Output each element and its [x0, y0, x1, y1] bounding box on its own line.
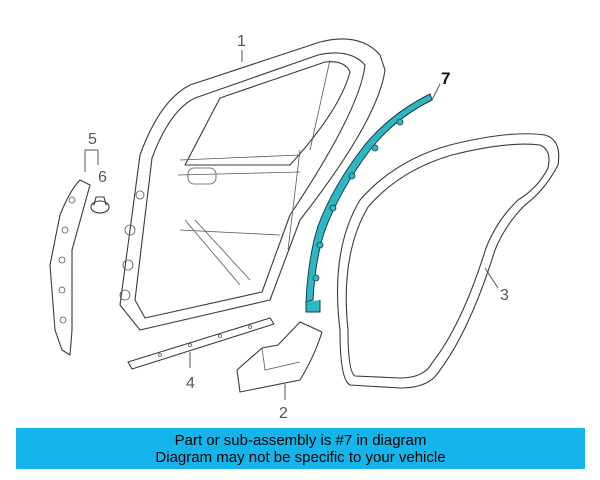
- callout-5: 5: [88, 131, 97, 148]
- weatherstrip-part: [336, 133, 560, 389]
- callout-1: 1: [237, 33, 246, 50]
- callout-6: 6: [98, 169, 107, 186]
- leader-lines: [84, 50, 499, 400]
- moulding-strip-part: [127, 317, 275, 370]
- lower-panel-part: [236, 321, 323, 393]
- door-frame-part: [119, 38, 386, 331]
- info-banner: Part or sub-assembly is #7 in diagram Di…: [16, 428, 585, 469]
- highlighted-seal-part: [305, 93, 433, 313]
- bracket-part: [49, 179, 91, 356]
- banner-line-2: Diagram may not be specific to your vehi…: [155, 448, 446, 466]
- parts-diagram: 1 2 3 4 5 6 7: [49, 33, 560, 422]
- callout-2: 2: [279, 405, 288, 422]
- clip-part: [90, 196, 110, 214]
- callout-3: 3: [500, 287, 509, 304]
- callout-7: 7: [441, 69, 450, 88]
- callout-4: 4: [186, 375, 195, 392]
- banner-line-1: Part or sub-assembly is #7 in diagram: [174, 431, 427, 449]
